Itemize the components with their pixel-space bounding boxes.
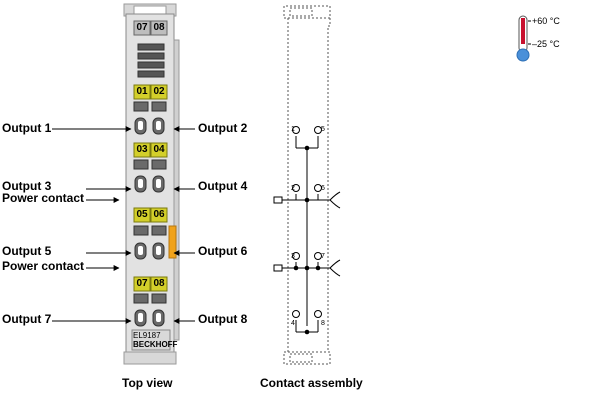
label-output-5: Output 5 [2,244,52,258]
terminal-module [123,3,180,365]
contact-1: 1 [291,126,295,133]
contact-8: 8 [321,320,325,327]
contact-3: 3 [291,253,295,260]
label-output-6: Output 6 [198,244,248,258]
caption-contact-assembly: Contact assembly [260,376,363,390]
channel-02: 02 [153,86,165,97]
label-output-1: Output 1 [2,121,52,135]
thermometer-icon [516,15,531,62]
label-output-4: Output 4 [198,179,248,193]
channel-07: 07 [136,278,148,289]
module-brand: BECKHOFF [133,340,178,349]
label-output-3: Output 3 [2,179,52,193]
callout-arrows [52,126,195,324]
temp-max: +60 °C [532,16,560,26]
header-label-left [133,20,151,36]
label-power-contact-2: Power contact [2,259,85,273]
contact-2: 2 [291,185,295,192]
contact-5: 5 [321,126,325,133]
contact-7: 7 [321,253,325,260]
orange-marker [168,225,177,259]
contact-assembly [273,5,341,365]
channel-05: 05 [136,209,148,220]
header-text-left: 07 [136,22,148,33]
temp-min: –25 °C [532,39,560,49]
led-block [137,43,165,78]
label-output-2: Output 2 [198,121,248,135]
label-output-8: Output 8 [198,312,248,326]
contact-6: 6 [321,185,325,192]
header-label-right [150,20,168,36]
module-model: EL9187 [133,331,161,340]
channel-01: 01 [136,86,148,97]
caption-top-view: Top view [122,376,173,390]
header-text-right: 08 [153,22,165,33]
label-output-7: Output 7 [2,312,52,326]
channel-08: 08 [153,278,165,289]
channel-06: 06 [153,209,165,220]
channel-03: 03 [136,144,148,155]
contact-4: 4 [291,320,295,327]
channel-badges [133,84,168,292]
label-power-contact-1: Power contact [2,191,85,205]
channel-04: 04 [153,144,165,155]
